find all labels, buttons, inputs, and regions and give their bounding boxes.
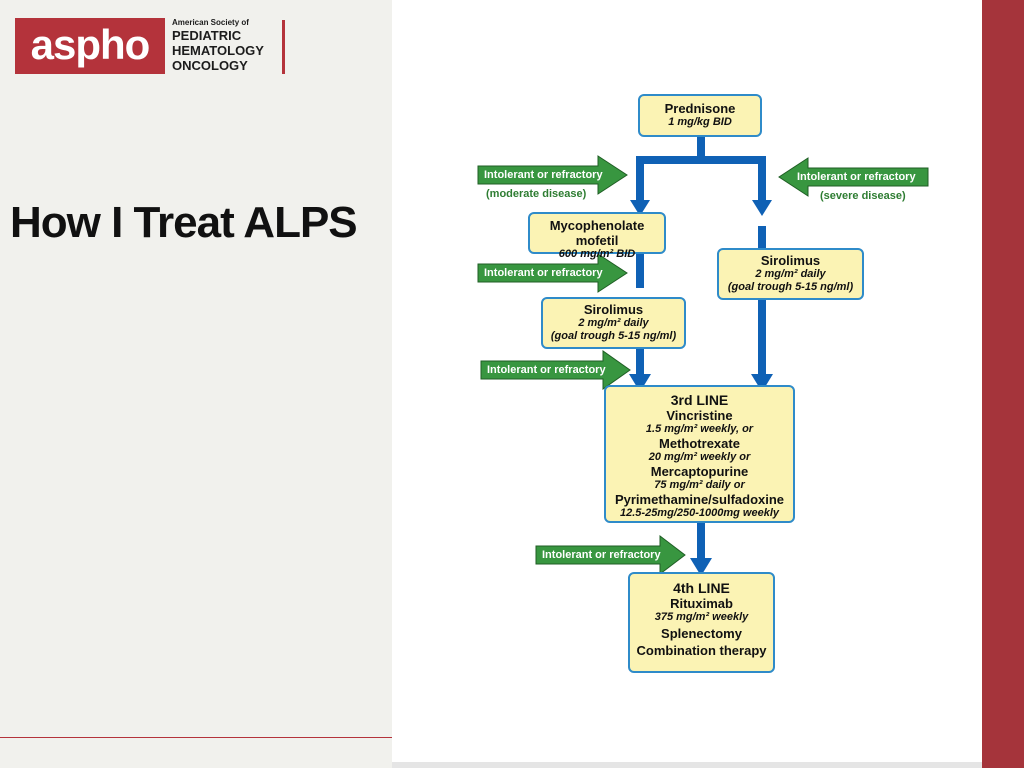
third-line-dose-2: 20 mg/m² weekly or — [648, 451, 751, 463]
logo-line-3: HEMATOLOGY — [172, 43, 264, 58]
left-panel: aspho American Society of PEDIATRIC HEMA… — [0, 0, 392, 768]
fourth-line-box: 4th LINE Rituximab 375 mg/m² weekly Sple… — [628, 572, 775, 673]
sirolimus-left-box: Sirolimus 2 mg/m² daily (goal trough 5-1… — [541, 297, 686, 349]
third-line-box: 3rd LINE Vincristine 1.5 mg/m² weekly, o… — [604, 385, 795, 523]
sirolimus-right-box: Sirolimus 2 mg/m² daily (goal trough 5-1… — [717, 248, 864, 300]
arrow-label-mmf: Intolerant or refractory — [484, 267, 603, 279]
mycophenolate-name: Mycophenolate mofetil — [549, 218, 645, 248]
green-arrow-third-line — [535, 534, 686, 576]
third-line-dose-1: 1.5 mg/m² weekly, or — [645, 423, 754, 435]
logo-line-1: American Society of — [172, 18, 249, 27]
sirolimus-right-dose: 2 mg/m² daily — [755, 268, 826, 280]
third-line-drug-3: Mercaptopurine — [650, 464, 749, 479]
arrow-label-moderate: Intolerant or refractory — [484, 169, 603, 181]
arrow-label-severe: Intolerant or refractory — [797, 171, 916, 183]
prednisone-name: Prednisone — [664, 101, 736, 116]
footer-divider — [0, 737, 392, 738]
third-line-drug-1: Vincristine — [666, 408, 733, 423]
prednisone-box: Prednisone 1 mg/kg BID — [638, 94, 762, 137]
fourth-line-heading: 4th LINE — [673, 580, 730, 596]
flow-line-top — [636, 137, 766, 164]
bottom-strip — [392, 762, 982, 768]
right-accent-stripe — [982, 0, 1024, 768]
prednisone-dose: 1 mg/kg BID — [668, 116, 732, 128]
logo-society-name: American Society of PEDIATRIC HEMATOLOGY… — [172, 18, 272, 73]
green-arrow-mmf — [477, 253, 628, 293]
mycophenolate-dose: 600 mg/m² BID — [558, 248, 636, 260]
sirolimus-left-name: Sirolimus — [583, 302, 644, 317]
flow-arrowhead-left-1 — [630, 200, 650, 216]
fourth-line-dose-1: 375 mg/m² weekly — [654, 611, 749, 623]
green-arrow-moderate — [477, 155, 628, 195]
sirolimus-left-goal: (goal trough 5-15 ng/ml) — [550, 330, 677, 342]
flow-arrowhead-right-1 — [752, 200, 772, 216]
logo-accent-bar — [282, 20, 285, 74]
flow-arrowhead-right-3 — [751, 374, 773, 392]
fourth-line-option-3: Combination therapy — [636, 643, 767, 658]
sirolimus-left-dose: 2 mg/m² daily — [578, 317, 649, 329]
sirolimus-right-name: Sirolimus — [760, 253, 821, 268]
arrow-note-moderate: (moderate disease) — [486, 188, 587, 200]
aspho-logo: aspho American Society of PEDIATRIC HEMA… — [15, 18, 285, 74]
third-line-dose-3: 75 mg/m² daily or — [654, 479, 745, 491]
third-line-drug-4: Pyrimethamine/sulfadoxine — [614, 492, 785, 507]
logo-line-4: ONCOLOGY — [172, 58, 248, 73]
arrow-note-severe: (severe disease) — [820, 190, 906, 202]
sirolimus-right-goal: (goal trough 5-15 ng/ml) — [727, 281, 854, 293]
logo-brand: aspho — [15, 18, 165, 74]
arrow-label-third-line: Intolerant or refractory — [542, 549, 661, 561]
third-line-heading: 3rd LINE — [670, 392, 729, 408]
flow-arrowhead-left-3 — [629, 374, 651, 392]
fourth-line-drug-1: Rituximab — [670, 596, 733, 611]
slide-title: How I Treat ALPS — [10, 198, 358, 247]
arrow-label-sirolimus: Intolerant or refractory — [487, 364, 606, 376]
mycophenolate-box: Mycophenolate mofetil 600 mg/m² BID — [528, 212, 666, 260]
logo-line-2: PEDIATRIC — [172, 28, 242, 43]
fourth-line-option-2: Splenectomy — [661, 626, 742, 641]
green-arrow-sirolimus — [480, 350, 631, 390]
flow-arrowhead-bottom — [690, 558, 712, 576]
third-line-drug-2: Methotrexate — [659, 436, 740, 451]
third-line-dose-4: 12.5-25mg/250-1000mg weekly — [620, 507, 779, 519]
green-arrow-severe — [778, 157, 929, 197]
